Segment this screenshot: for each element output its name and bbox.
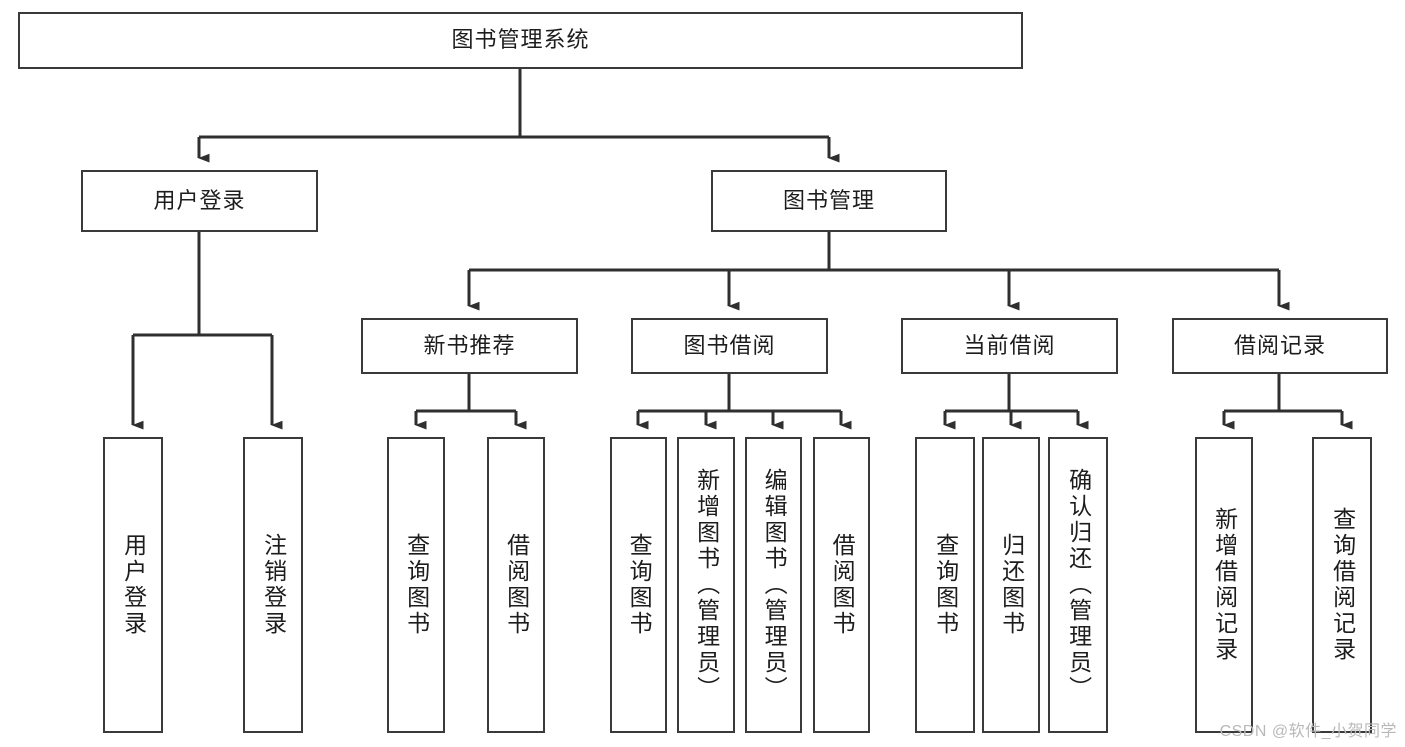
node-leaf-edit-book-admin-label: 编辑图书（管理员） (761, 468, 788, 702)
node-book-borrow[interactable]: 图书借阅 (631, 318, 828, 374)
node-user-login[interactable]: 用户登录 (81, 170, 318, 232)
node-leaf-query-borrow-record[interactable]: 查询借阅记录 (1312, 437, 1372, 733)
node-leaf-user-login-label: 用户登录 (120, 533, 147, 637)
node-leaf-user-logout[interactable]: 注销登录 (243, 437, 303, 733)
node-leaf-borrow-book-1-label: 借阅图书 (503, 533, 530, 637)
node-leaf-user-login[interactable]: 用户登录 (103, 437, 163, 733)
node-new-book-recommend-label: 新书推荐 (423, 332, 516, 358)
node-leaf-query-book-3-label: 查询图书 (932, 533, 959, 637)
node-leaf-query-book-1-label: 查询图书 (403, 533, 430, 637)
node-leaf-borrow-book-1[interactable]: 借阅图书 (487, 437, 545, 733)
node-leaf-borrow-book-2[interactable]: 借阅图书 (813, 437, 870, 733)
node-leaf-confirm-return-admin-label: 确认归还（管理员） (1065, 468, 1092, 702)
node-leaf-user-logout-label: 注销登录 (260, 533, 287, 637)
node-leaf-add-book-admin-label: 新增图书（管理员） (693, 468, 720, 702)
csdn-watermark: CSDN @软件_小贺同学 (1219, 723, 1397, 740)
node-current-borrow[interactable]: 当前借阅 (901, 318, 1118, 374)
node-borrow-record-label: 借阅记录 (1233, 332, 1326, 358)
node-leaf-return-book-label: 归还图书 (998, 533, 1025, 637)
node-leaf-borrow-book-2-label: 借阅图书 (829, 533, 856, 637)
node-root[interactable]: 图书管理系统 (18, 12, 1023, 69)
node-user-login-label: 用户登录 (153, 187, 246, 213)
node-borrow-record[interactable]: 借阅记录 (1172, 318, 1388, 374)
node-leaf-query-book-2[interactable]: 查询图书 (610, 437, 667, 733)
node-leaf-add-borrow-record-label: 新增借阅记录 (1211, 507, 1238, 663)
node-leaf-query-book-3[interactable]: 查询图书 (915, 437, 975, 733)
node-root-label: 图书管理系统 (451, 27, 590, 53)
node-book-borrow-label: 图书借阅 (683, 332, 776, 358)
node-new-book-recommend[interactable]: 新书推荐 (361, 318, 578, 374)
node-leaf-confirm-return-admin[interactable]: 确认归还（管理员） (1048, 437, 1108, 733)
node-leaf-add-book-admin[interactable]: 新增图书（管理员） (677, 437, 735, 733)
node-current-borrow-label: 当前借阅 (963, 332, 1056, 358)
node-leaf-return-book[interactable]: 归还图书 (982, 437, 1040, 733)
node-book-manage-label: 图书管理 (782, 187, 875, 213)
node-leaf-query-borrow-record-label: 查询借阅记录 (1329, 507, 1356, 663)
node-leaf-query-book-1[interactable]: 查询图书 (387, 437, 445, 733)
node-leaf-add-borrow-record[interactable]: 新增借阅记录 (1195, 437, 1253, 733)
node-leaf-edit-book-admin[interactable]: 编辑图书（管理员） (745, 437, 802, 733)
node-book-manage[interactable]: 图书管理 (711, 170, 947, 232)
node-leaf-query-book-2-label: 查询图书 (626, 533, 653, 637)
